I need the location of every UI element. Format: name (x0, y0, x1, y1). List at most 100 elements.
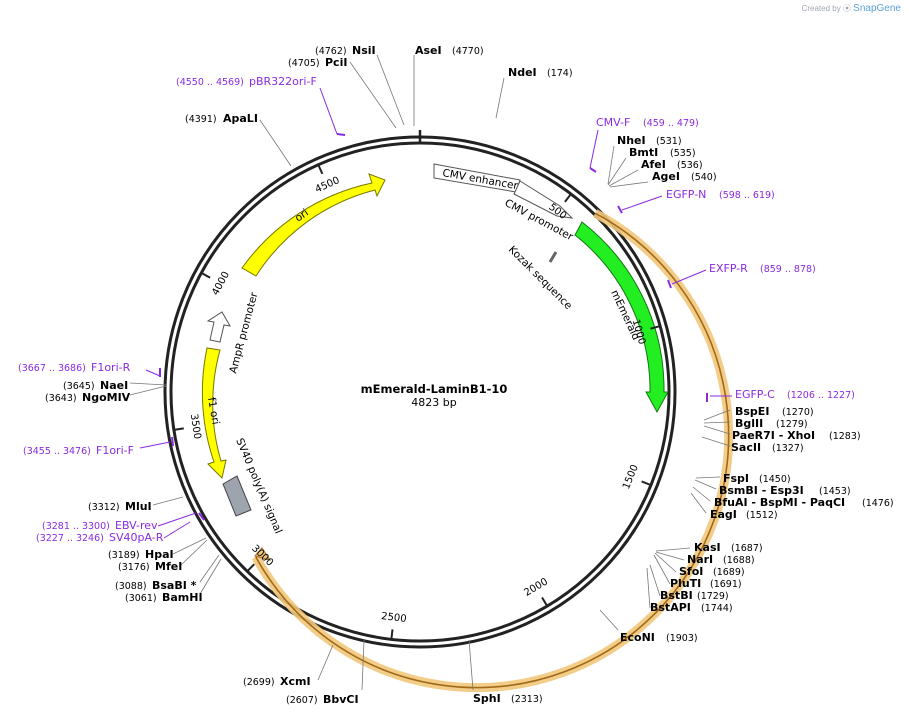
primer-mark-ebv-rev[interactable] (198, 512, 205, 521)
enzyme-mlui[interactable]: MluI (125, 500, 152, 513)
feature-layer (201, 163, 669, 517)
enzyme-apali[interactable]: ApaLI (223, 112, 258, 125)
enzyme-mfei[interactable]: MfeI (155, 560, 182, 573)
sv40-polya-box[interactable] (222, 475, 252, 517)
memerald-cds-arrow[interactable] (574, 221, 669, 414)
enzyme-sfoi[interactable]: SfoI (679, 565, 703, 578)
primer-cmv-f[interactable]: CMV-F (596, 116, 630, 129)
bp-tick-500 (564, 193, 572, 203)
enzyme-fspi[interactable]: FspI (723, 472, 749, 485)
primer-leader-exfp-r (671, 269, 707, 285)
primer-exfp-r[interactable]: EXFP-R (709, 262, 748, 275)
primer-range-exfp-r: (859 .. 878) (760, 264, 816, 275)
primer-range-egfp-c: (1206 .. 1227) (787, 390, 855, 401)
cmv-promoter-arrow[interactable] (513, 180, 574, 219)
primer-range-ebv-rev: (3281 .. 3300) (42, 521, 110, 532)
enzyme-xcmi[interactable]: XcmI (280, 675, 311, 688)
enzyme-hpai[interactable]: HpaI (145, 548, 174, 561)
enzyme-bbvci[interactable]: BbvCI (323, 693, 359, 706)
bp-tick-label-4000: 4000 (210, 270, 232, 298)
primer-sv40pa-r[interactable]: SV40pA-R (109, 531, 164, 544)
enzyme-pos-bstbi: (1729) (697, 591, 729, 602)
enzyme-paer7i-xhoi[interactable]: PaeR7I - XhoI (732, 429, 815, 442)
primer-leader-sv40pa-r (163, 521, 191, 539)
primer-f1ori-r[interactable]: F1ori-R (91, 361, 131, 374)
enzyme-eagi[interactable]: EagI (710, 508, 737, 521)
primer-mark-exfp-r[interactable] (667, 279, 672, 289)
primer-mark-egfp-n[interactable] (617, 205, 623, 214)
enzyme-sacii[interactable]: SacII (731, 441, 761, 454)
enzyme-pos-afei: (536) (677, 160, 703, 171)
enzyme-pos-sphi: (2313) (511, 694, 543, 705)
primer-mark-layer (139, 87, 732, 539)
enzyme-kasi[interactable]: KasI (694, 541, 721, 554)
primer-mark-pbr322ori-f[interactable] (336, 133, 346, 136)
ampr-promoter-arrow[interactable] (206, 311, 231, 343)
enzyme-bfuai-bspmi-paqci[interactable]: BfuAI - BspMI - PaqCI (714, 496, 845, 509)
enzyme-pcii[interactable]: PciI (325, 56, 347, 69)
enzyme-pluti[interactable]: PluTI (670, 577, 701, 590)
primer-range-f1ori-f: (3455 .. 3476) (23, 446, 91, 457)
enzyme-pos-nari: (1688) (723, 555, 755, 566)
primer-egfp-c[interactable]: EGFP-C (735, 388, 775, 401)
primer-leader-f1ori-r (145, 369, 161, 377)
enzyme-afei[interactable]: AfeI (641, 158, 666, 171)
enzyme-naei[interactable]: NaeI (100, 379, 128, 392)
primer-egfp-n[interactable]: EGFP-N (666, 188, 706, 201)
enzyme-pos-fspi: (1450) (759, 474, 791, 485)
enzyme-bstapi[interactable]: BstAPI (650, 601, 691, 614)
enzyme-pos-mlui: (3312) (88, 502, 120, 513)
enzyme-sphi[interactable]: SphI (473, 692, 501, 705)
enzyme-bsmbi-esp3i[interactable]: BsmBI - Esp3I (719, 484, 804, 497)
bp-tick-3500 (173, 427, 184, 431)
laminb1-highlight-arc[interactable] (251, 209, 734, 692)
f1-ori-arrow[interactable] (201, 347, 227, 479)
primer-f1ori-f[interactable]: F1ori-F (96, 444, 134, 457)
primer-mark-cmv-f[interactable] (589, 167, 597, 173)
primer-mark-f1ori-f[interactable] (171, 436, 174, 447)
enzyme-nhei[interactable]: NheI (617, 134, 646, 147)
enzyme-nsii[interactable]: NsiI (352, 44, 376, 57)
enzyme-pos-agei: (540) (691, 172, 717, 183)
primer-ebv-rev[interactable]: EBV-rev (115, 519, 158, 532)
enzyme-pos-ngomiv: (3643) (45, 393, 77, 404)
enzyme-econi[interactable]: EcoNI (620, 631, 655, 644)
enzyme-bspei[interactable]: BspEI (735, 405, 769, 418)
enzyme-bglii[interactable]: BglII (735, 417, 763, 430)
bp-tick-2500 (390, 629, 394, 640)
primer-leader-f1ori-f (139, 441, 171, 449)
primer-leader-cmv-f (589, 129, 599, 169)
snapgene-watermark: Created by ⦿ SnapGene (802, 3, 901, 14)
enzyme-bstbi[interactable]: BstBI (660, 589, 693, 602)
plasmid-length: 4823 bp (411, 396, 456, 409)
enzyme-asei[interactable]: AseI (415, 44, 442, 57)
bp-tick-2000 (541, 596, 549, 607)
enzyme-ngomiv[interactable]: NgoMIV (82, 391, 131, 404)
enzyme-pos-bglii: (1279) (776, 419, 808, 430)
ori-arrow[interactable] (241, 173, 386, 277)
enzyme-pos-bsmbi-esp3i: (1453) (819, 486, 851, 497)
enzyme-pos-paer7i-xhoi: (1283) (829, 431, 861, 442)
enzyme-bmti[interactable]: BmtI (629, 146, 658, 159)
enzyme-label-layer: (4762) NsiI (4705) PciI AseI (4770) NdeI… (45, 44, 894, 706)
enzyme-agei[interactable]: AgeI (652, 170, 680, 183)
snapgene-logo-icon: ⦿ (842, 4, 851, 13)
enzyme-pos-bsabi: (3088) (115, 581, 147, 592)
primer-range-sv40pa-r: (3227 .. 3246) (36, 533, 104, 544)
enzyme-nari[interactable]: NarI (687, 553, 713, 566)
primer-pbr322ori-f[interactable]: pBR322ori-F (249, 75, 317, 88)
enzyme-ndei[interactable]: NdeI (508, 66, 537, 79)
enzyme-bsabi[interactable]: BsaBI * (152, 579, 197, 592)
enzyme-bamhi[interactable]: BamHI (162, 591, 203, 604)
primer-label-layer: (4550 .. 4569) pBR322ori-F CMV-F (459 ..… (18, 75, 855, 544)
enzyme-pos-mfei: (3176) (118, 562, 150, 573)
bp-tick-label-4500: 4500 (314, 175, 342, 195)
enzyme-pos-pcii: (4705) (288, 58, 320, 69)
enzyme-pos-sacii: (1327) (772, 443, 804, 454)
enzyme-pos-bspei: (1270) (782, 407, 814, 418)
enzyme-pos-asei: (4770) (452, 46, 484, 57)
bp-tick-label-1500: 1500 (621, 463, 641, 491)
kozak-marker[interactable] (548, 251, 558, 263)
laminb1-arc-line (255, 212, 730, 689)
